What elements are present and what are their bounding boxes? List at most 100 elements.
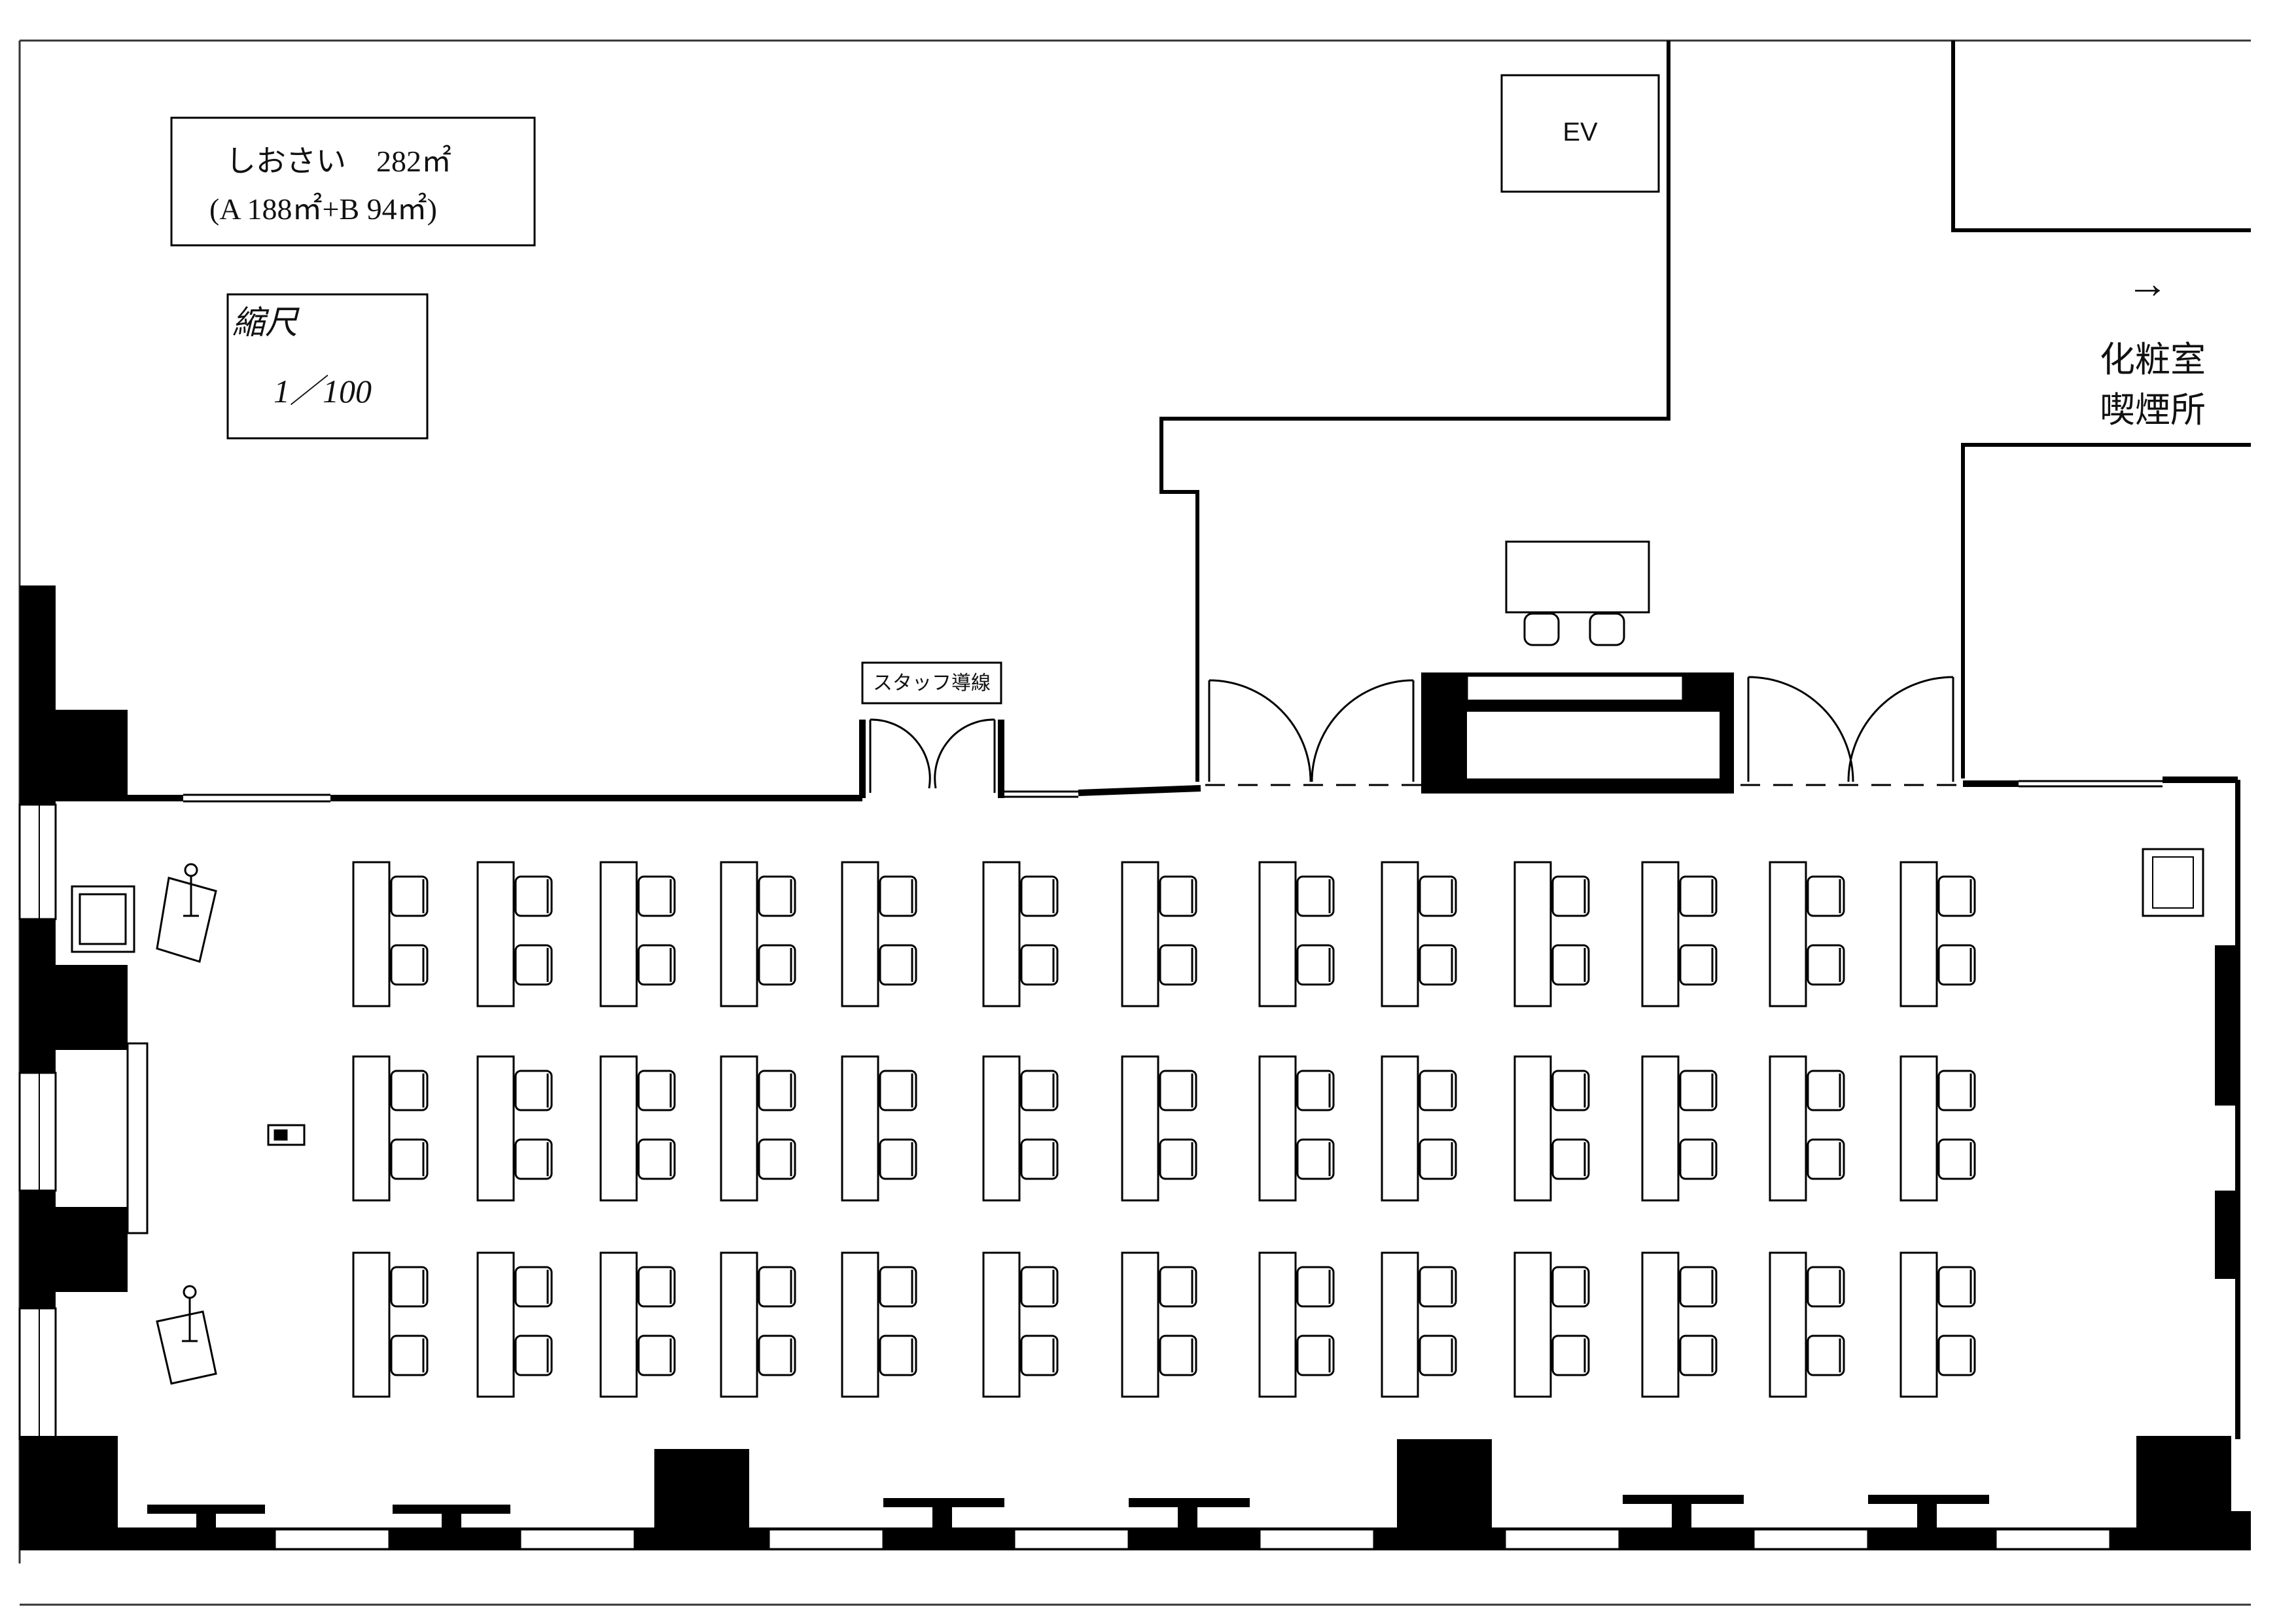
desk (982, 861, 1021, 1007)
reception-desk (1505, 540, 1650, 646)
chair (1551, 875, 1590, 917)
chair (1807, 1138, 1845, 1180)
chair (758, 875, 796, 917)
staff-door[interactable] (869, 718, 996, 793)
smoking-area-label: 喫煙所 (2100, 391, 2206, 430)
chair (1679, 1070, 1718, 1111)
desk (1641, 1055, 1680, 1202)
staff-route-label: スタッフ導線 (873, 672, 991, 694)
desk (1381, 1251, 1419, 1398)
north-wall-thin (183, 780, 2163, 803)
chair (1937, 1335, 1976, 1376)
chair (758, 944, 796, 986)
chair (1937, 875, 1976, 917)
chair (1419, 1070, 1457, 1111)
desk (1381, 861, 1419, 1007)
desk (352, 1251, 391, 1398)
chair (1551, 944, 1590, 986)
corridor-walls (1159, 41, 2251, 782)
chair (1937, 1266, 1976, 1308)
desk (1513, 861, 1552, 1007)
chair (1807, 875, 1845, 917)
restroom-label: 化粧室 (2100, 340, 2206, 379)
classroom-seating (352, 861, 1976, 1398)
chair (1937, 1070, 1976, 1111)
desk (1899, 1055, 1938, 1202)
desk (1121, 1055, 1159, 1202)
chair (514, 1266, 553, 1308)
chair (879, 1335, 917, 1376)
chair (1679, 944, 1718, 986)
chair (637, 1266, 676, 1308)
chair (879, 944, 917, 986)
chair (1551, 1138, 1590, 1180)
chair (1807, 1070, 1845, 1111)
chair (879, 1266, 917, 1308)
desk (1513, 1251, 1552, 1398)
chair (1020, 1335, 1059, 1376)
chair (514, 1070, 553, 1111)
reception-structure (1421, 672, 1734, 794)
chair (1679, 875, 1718, 917)
desk (352, 861, 391, 1007)
desk (1899, 861, 1938, 1007)
scale-value: 1／100 (274, 373, 372, 410)
chair (390, 1335, 429, 1376)
chair (514, 1138, 553, 1180)
chair (1551, 1335, 1590, 1376)
chair (1159, 1266, 1197, 1308)
chair (1020, 1138, 1059, 1180)
desk (1899, 1251, 1938, 1398)
chair (1020, 1070, 1059, 1111)
chair (1807, 1266, 1845, 1308)
south-windows (274, 1528, 2111, 1550)
desk (476, 1251, 515, 1398)
room-area-breakdown: (A 188㎡+B 94㎡) (209, 192, 437, 226)
desk (1121, 861, 1159, 1007)
chair (1296, 944, 1335, 986)
desk (1769, 861, 1807, 1007)
desk (1121, 1251, 1159, 1398)
chair (879, 1070, 917, 1111)
entrance-doors-right[interactable] (1747, 676, 1954, 782)
chair (1419, 875, 1457, 917)
chair (1296, 1266, 1335, 1308)
arrow-icon: → (2127, 260, 2168, 307)
chair (390, 875, 429, 917)
entrance-doors-left[interactable] (1208, 679, 1415, 782)
staff-route-label-box: スタッフ導線 (861, 661, 1002, 705)
chair (1807, 944, 1845, 986)
scale-box: 縮尺 1／100 (226, 293, 429, 440)
chair (390, 1266, 429, 1308)
chair (390, 1070, 429, 1111)
desk (1258, 1251, 1297, 1398)
desk (352, 1055, 391, 1202)
chair (514, 875, 553, 917)
chair (637, 944, 676, 986)
elevator-label: EV (1563, 118, 1598, 147)
desk (1258, 861, 1297, 1007)
north-wall (56, 720, 2238, 801)
chair (1679, 1266, 1718, 1308)
south-wall (20, 1436, 2251, 1550)
chair (1419, 944, 1457, 986)
chair (1159, 1070, 1197, 1111)
chair (758, 1070, 796, 1111)
desk (476, 861, 515, 1007)
desk (720, 861, 758, 1007)
chair (1020, 1266, 1059, 1308)
chair (1551, 1070, 1590, 1111)
desk (1641, 1251, 1680, 1398)
scale-label: 縮尺 (232, 304, 300, 341)
chair (1679, 1335, 1718, 1376)
facilities-direction: → 化粧室 喫煙所 (2100, 260, 2206, 430)
chair (1419, 1266, 1457, 1308)
desk (1769, 1251, 1807, 1398)
chair (1937, 1138, 1976, 1180)
desk (599, 1251, 638, 1398)
chair (637, 1070, 676, 1111)
chair (758, 1266, 796, 1308)
chair (637, 1138, 676, 1180)
desk (982, 1251, 1021, 1398)
